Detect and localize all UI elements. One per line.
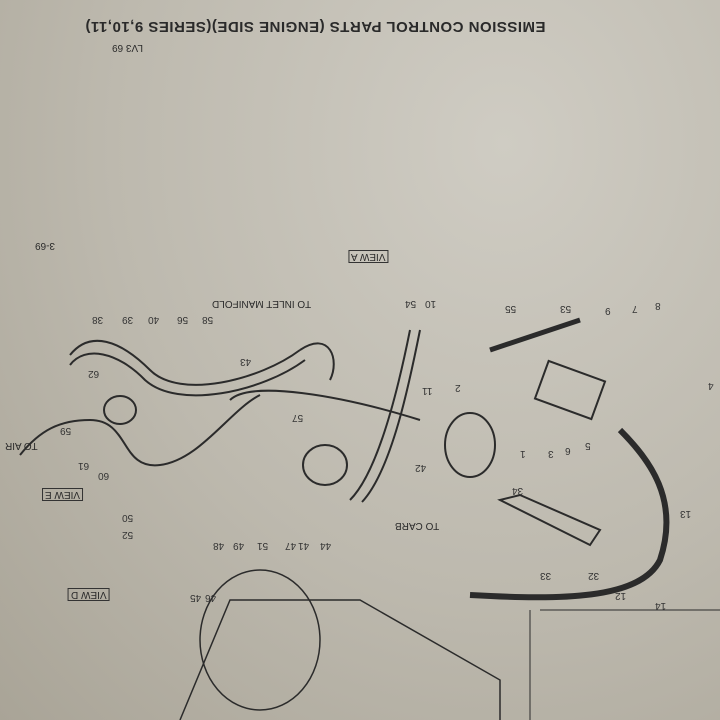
part-number: 10 [425, 298, 437, 309]
part-number: 39 [122, 314, 134, 325]
pipe-line [469, 427, 670, 601]
part-number: 49 [233, 540, 245, 551]
part-number: 13 [680, 508, 692, 519]
part-number: 54 [405, 298, 417, 309]
view-d-label: VIEW D [68, 588, 110, 601]
bracket-part [533, 359, 607, 421]
part-number: 56 [177, 314, 189, 325]
part-number: 33 [540, 570, 552, 581]
part-number: 6 [565, 445, 571, 456]
part-number: 44 [320, 540, 332, 551]
part-number: 46 [205, 592, 217, 603]
engine-part [199, 569, 321, 711]
part-number: 11 [422, 385, 433, 396]
part-number: 40 [148, 314, 160, 325]
hose-line [361, 329, 421, 503]
part-number: 53 [560, 303, 572, 314]
view-border [529, 609, 720, 720]
part-number: 59 [60, 425, 72, 436]
hose-line [299, 342, 335, 381]
part-number: 43 [240, 356, 252, 367]
part-number: 8 [655, 300, 661, 311]
part-number: 12 [615, 590, 627, 601]
part-number: 58 [202, 314, 214, 325]
page-code: LV3 69 [112, 42, 143, 53]
to-air-label: TO AIR [5, 440, 38, 451]
hose-line [349, 329, 411, 501]
part-number: 7 [632, 303, 638, 314]
hose-line [489, 317, 581, 353]
part-number: 51 [257, 540, 269, 551]
part-number: 14 [655, 600, 667, 611]
bracket-part [497, 493, 602, 547]
engine-outline [179, 599, 501, 720]
part-number: 38 [92, 314, 104, 325]
hose-line [69, 352, 306, 397]
part-number: 57 [292, 412, 304, 423]
part-number: 47 [285, 540, 297, 551]
part-number: 34 [512, 485, 524, 496]
part-number: 32 [588, 570, 600, 581]
part-number: 55 [505, 303, 517, 314]
to-carb-label: TO CARB [395, 520, 440, 531]
part-number: 50 [122, 512, 134, 523]
part-number: 48 [213, 540, 225, 551]
valve-part [302, 444, 348, 486]
view-e-label: VIEW E [42, 488, 84, 501]
part-number: 62 [88, 368, 100, 379]
part-number: 42 [415, 462, 427, 473]
part-number: 2 [455, 382, 461, 393]
part-number: 52 [122, 529, 134, 540]
hose-line [69, 339, 301, 386]
part-number: 3 [548, 448, 554, 459]
part-number: 1 [520, 448, 526, 459]
hose-line [19, 394, 261, 467]
part-number: 4 [708, 380, 714, 391]
part-number: 45 [190, 592, 202, 603]
part-number: 61 [78, 460, 90, 471]
page-number: 3-69 [35, 240, 56, 251]
part-number: 5 [585, 440, 591, 451]
diaphragm-part [444, 412, 496, 478]
page-title: EMISSION CONTROL PARTS (ENGINE SIDE)(SER… [85, 18, 546, 35]
view-a-label: VIEW A [348, 250, 389, 263]
to-inlet-label: TO INLET MANIFOLD [212, 298, 312, 309]
part-number: 9 [605, 305, 611, 316]
part-number: 60 [98, 470, 110, 481]
valve-part [103, 395, 137, 425]
part-number: 41 [298, 540, 310, 551]
